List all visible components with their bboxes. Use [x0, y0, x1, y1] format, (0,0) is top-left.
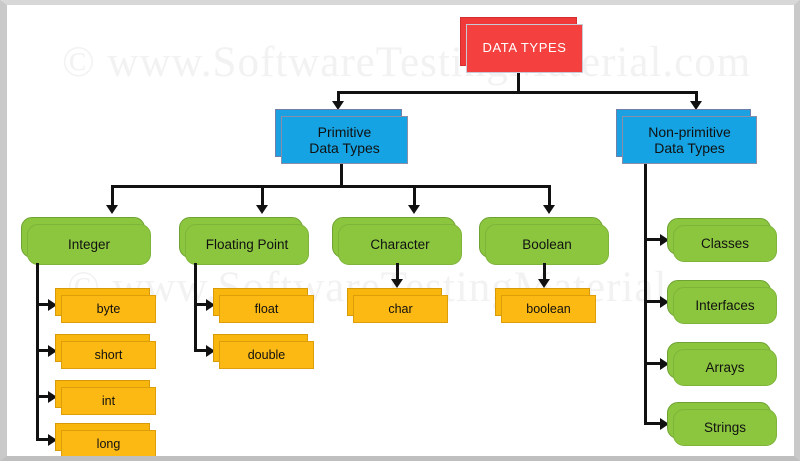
node-non-primitive-data-types[interactable]: Non-primitive Data Types — [616, 109, 757, 164]
arrow-strings-icon — [660, 418, 669, 430]
arrow-to-primitive-icon — [332, 101, 344, 110]
connector-primitive-to-integer — [111, 185, 114, 207]
node-arrays[interactable]: Arrays — [667, 342, 777, 386]
node-floating-point[interactable]: Floating Point — [179, 217, 309, 265]
node-character[interactable]: Character — [332, 217, 462, 265]
arrow-boolean-leaf-icon — [538, 279, 550, 288]
arrow-to-nonprimitive-icon — [690, 101, 702, 110]
arrow-integer-icon — [106, 205, 118, 214]
watermark-top: © www.SoftwareTestingMaterial.com — [62, 39, 752, 86]
node-integer[interactable]: Integer — [21, 217, 151, 265]
connector-integer-to-long — [36, 438, 50, 441]
diagram-stage: © www.SoftwareTestingMaterial.com © www.… — [7, 5, 794, 456]
node-label-long: long — [61, 430, 156, 456]
connector-nonprimitive-to-strings — [644, 422, 662, 425]
connector-floating-to-float — [194, 303, 208, 306]
node-label-float: float — [219, 295, 314, 323]
non-primitive-label-line1: Non-primitive — [648, 123, 731, 140]
arrow-float-icon — [206, 299, 215, 311]
arrow-long-icon — [48, 434, 57, 446]
connector-integer-to-byte — [36, 303, 50, 306]
connector-root-bus — [337, 91, 698, 94]
connector-floating-to-double — [194, 349, 208, 352]
node-boolean-leaf[interactable]: boolean — [495, 288, 596, 323]
arrow-short-icon — [48, 345, 57, 357]
node-label-arrays: Arrays — [673, 349, 777, 386]
connector-primitive-to-boolean — [548, 185, 551, 207]
connector-nonprimitive-spine — [644, 164, 647, 424]
node-float[interactable]: float — [213, 288, 314, 323]
connector-nonprimitive-to-classes — [644, 238, 662, 241]
node-data-types[interactable]: DATA TYPES — [460, 17, 583, 73]
node-boolean[interactable]: Boolean — [479, 217, 609, 265]
node-label-char: char — [353, 295, 448, 323]
node-label-byte: byte — [61, 295, 156, 323]
node-classes[interactable]: Classes — [667, 218, 777, 262]
node-label-floating-point: Floating Point — [185, 224, 309, 265]
node-long[interactable]: long — [55, 423, 156, 456]
connector-integer-to-int — [36, 395, 50, 398]
node-strings[interactable]: Strings — [667, 402, 777, 446]
node-label-strings: Strings — [673, 409, 777, 446]
node-char[interactable]: char — [347, 288, 448, 323]
connector-to-primitive — [337, 91, 340, 103]
node-primitive-data-types[interactable]: Primitive Data Types — [275, 109, 408, 164]
node-label-non-primitive: Non-primitive Data Types — [622, 116, 757, 164]
arrow-classes-icon — [660, 234, 669, 246]
connector-character-stem — [396, 263, 399, 281]
node-label-integer: Integer — [27, 224, 151, 265]
node-label-boolean-leaf: boolean — [501, 295, 596, 323]
node-label-interfaces: Interfaces — [673, 287, 777, 324]
node-interfaces[interactable]: Interfaces — [667, 280, 777, 324]
arrow-interfaces-icon — [660, 296, 669, 308]
connector-boolean-stem — [543, 263, 546, 281]
arrow-character-icon — [408, 205, 420, 214]
arrow-byte-icon — [48, 299, 57, 311]
arrow-boolean-icon — [543, 205, 555, 214]
arrow-double-icon — [206, 345, 215, 357]
connector-primitive-to-floating — [261, 185, 264, 207]
arrow-floating-icon — [256, 205, 268, 214]
node-double[interactable]: double — [213, 334, 314, 369]
connector-floating-spine — [194, 263, 197, 352]
node-label-short: short — [61, 341, 156, 369]
node-label-classes: Classes — [673, 225, 777, 262]
node-label-character: Character — [338, 224, 462, 265]
connector-primitive-bus — [111, 185, 551, 188]
primitive-label-line1: Primitive — [317, 123, 372, 140]
node-label-int: int — [61, 387, 156, 415]
connector-nonprimitive-to-arrays — [644, 362, 662, 365]
connector-integer-to-short — [36, 349, 50, 352]
connector-nonprimitive-to-interfaces — [644, 300, 662, 303]
node-label-primitive: Primitive Data Types — [281, 116, 408, 164]
arrow-char-icon — [391, 279, 403, 288]
arrow-arrays-icon — [660, 358, 669, 370]
connector-primitive-to-character — [413, 185, 416, 207]
node-label-data-types: DATA TYPES — [466, 24, 583, 73]
node-label-boolean: Boolean — [485, 224, 609, 265]
connector-primitive-stem — [340, 164, 343, 187]
primitive-label-line2: Data Types — [309, 140, 380, 156]
node-label-double: double — [219, 341, 314, 369]
arrow-int-icon — [48, 391, 57, 403]
node-short[interactable]: short — [55, 334, 156, 369]
non-primitive-label-line2: Data Types — [654, 140, 725, 156]
node-byte[interactable]: byte — [55, 288, 156, 323]
connector-root-stem — [517, 73, 520, 93]
connector-to-nonprimitive — [695, 91, 698, 103]
node-int[interactable]: int — [55, 380, 156, 415]
